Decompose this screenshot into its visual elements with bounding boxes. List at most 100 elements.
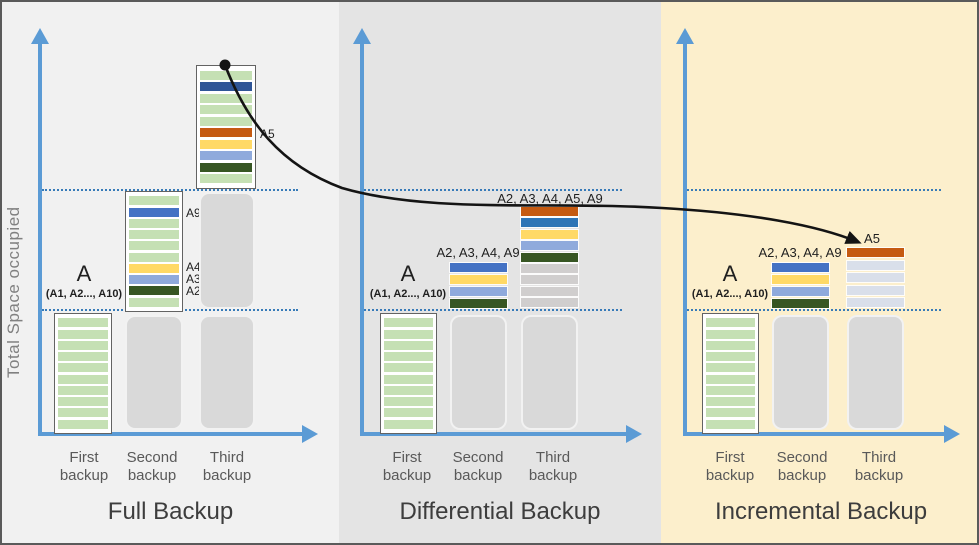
stripe-gray [520,262,579,274]
stripe-light-green [129,297,179,307]
stripe-label-a3: A3 [186,272,201,286]
tick-first-backup: First backup [382,449,432,484]
tick-second-backup: Second backup [776,449,828,484]
stripe-blue-gray [846,284,905,296]
stripe-light-green [129,196,179,206]
stripe-light-green [706,385,755,395]
stripe-light-green [129,241,179,251]
stripe-light-green [384,329,433,339]
stripe-light-green [384,385,433,395]
stripe-light-green [384,340,433,350]
stripe-light-green [200,116,252,126]
dotted-guide-lower [364,309,622,311]
stripe-light-green [200,70,252,80]
label-a-files: (A1, A2..., A10) [45,288,123,300]
second-backup-files-label: A2, A3, A4, A9 [436,245,520,260]
bar-first-backup [702,313,759,434]
panel-title: Differential Backup [399,498,601,525]
stripe-navy [200,82,252,92]
x-axis-arrow-icon [626,425,642,443]
stripe-light-green [129,252,179,262]
first-backup-content-label: A (A1, A2..., A10) [366,262,450,301]
first-backup-content-label: A (A1, A2..., A10) [688,261,772,301]
stripe-yellow [771,274,830,285]
stripe-gray [520,274,579,286]
stripe-light-green [129,230,179,240]
stripe-light-green [706,352,755,362]
stripe-gray [520,285,579,297]
stripe-yellow [520,228,579,240]
stripe-light-green [200,93,252,103]
stripe-label-a5: A5 [260,127,275,141]
stripe-light-blue [449,286,508,297]
stripe-light-green [58,408,108,418]
bar-third-backup [196,65,256,189]
stripe-yellow [449,274,508,285]
label-a-files: (A1, A2..., A10) [691,288,769,300]
space-placeholder [521,315,578,430]
stripe-yellow [129,263,179,273]
stripe-dark-green [129,286,179,296]
stripe-light-green [384,363,433,373]
dotted-guide-lower [687,309,941,311]
x-axis [683,432,946,436]
stripe-royal [771,262,830,273]
panel-full-backup: A (A1, A2..., A10) A9 A4 A3 A2 A5 First … [2,2,339,543]
bar-first-backup [54,313,112,434]
stripe-light-green [58,352,108,362]
space-placeholder [199,315,255,430]
stripe-royal [129,207,179,217]
stripe-orange [200,128,252,138]
stripe-label-a2: A2 [186,284,201,298]
stripe-light-blue [200,151,252,161]
label-a-files: (A1, A2..., A10) [369,288,447,300]
stripe-gray [520,297,579,308]
stripe-light-green [58,419,108,429]
x-axis [360,432,628,436]
label-a: A [76,261,92,286]
stripe-royal [449,262,508,273]
stripe-light-green [706,374,755,384]
stripe-light-green [384,408,433,418]
stripe-blue-gray [846,259,905,271]
stripe-light-green [58,329,108,339]
stripe-light-green [706,408,755,418]
label-a: A [722,261,738,286]
y-axis-arrow-icon [676,28,694,44]
stripe-label-a9: A9 [186,206,201,220]
panel-incremental-backup: A (A1, A2..., A10) A2, A3, A4, A9 A5 Fir… [661,2,977,543]
bar-second-backup [125,191,183,312]
stripe-light-green [58,318,108,328]
stripe-label-a4: A4 [186,260,201,274]
stripe-dark-green [449,298,508,309]
panel-title: Incremental Backup [714,498,928,525]
y-axis [38,42,42,434]
third-backup-files-label: A2, A3, A4, A5, A9 [497,191,603,206]
stripe-light-green [200,105,252,115]
stripe-light-green [384,374,433,384]
x-axis-arrow-icon [302,425,318,443]
tick-third-backup: Third backup [528,449,578,484]
space-placeholder [450,315,507,430]
tick-second-backup: Second backup [126,449,178,484]
space-placeholder [772,315,829,430]
bar-second-backup [449,262,508,309]
panel-title: Full Backup [107,498,234,525]
stripe-light-green [129,218,179,228]
stripe-light-green [384,397,433,407]
y-axis-title: Total Space occupied [4,206,23,378]
stripe-light-blue [520,240,579,252]
tick-first-backup: First backup [705,449,755,484]
y-axis [360,42,364,434]
stripe-light-green [58,374,108,384]
dotted-guide-upper [687,189,941,191]
x-axis [38,432,304,436]
stripe-light-green [706,397,755,407]
stripe-light-green [384,352,433,362]
stripe-light-green [706,340,755,350]
stripe-light-green [200,174,252,184]
tick-first-backup: First backup [59,449,109,484]
stripe-light-green [58,397,108,407]
stripe-dark-green [200,162,252,172]
